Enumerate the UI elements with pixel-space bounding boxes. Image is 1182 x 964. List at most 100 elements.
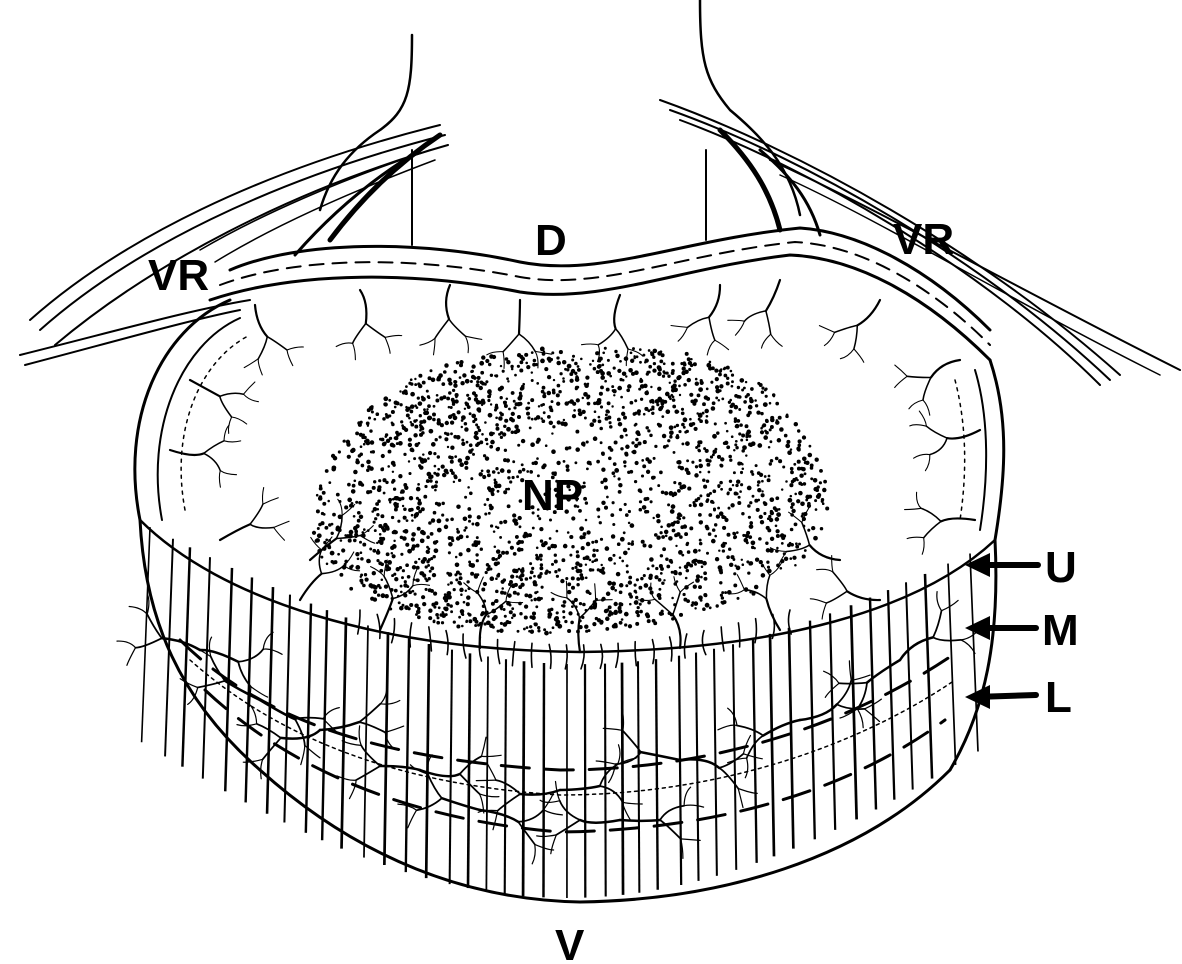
- nucleus-stipple: [632, 347, 635, 350]
- nucleus-stipple: [716, 604, 719, 607]
- nucleus-stipple: [628, 510, 631, 513]
- nucleus-stipple: [646, 470, 650, 474]
- nucleus-stipple: [392, 471, 394, 473]
- nucleus-stipple: [623, 531, 626, 534]
- nucleus-stipple: [515, 402, 519, 406]
- nucleus-stipple: [423, 408, 426, 411]
- nucleus-stipple: [556, 461, 560, 465]
- nucleus-stipple: [471, 370, 474, 373]
- nucleus-stipple: [681, 408, 684, 411]
- nucleus-stipple: [734, 443, 737, 446]
- nucleus-stipple: [620, 603, 624, 607]
- lamella-line: [789, 628, 793, 849]
- nucleus-stipple: [735, 440, 738, 443]
- nucleus-stipple: [421, 507, 425, 511]
- nucleus-stipple: [726, 366, 730, 370]
- nucleus-stipple: [383, 402, 387, 406]
- nucleus-fringe: [702, 631, 705, 655]
- nucleus-stipple: [786, 440, 790, 444]
- nucleus-stipple: [679, 566, 681, 568]
- nucleus-stipple: [589, 568, 593, 572]
- nucleus-stipple: [494, 408, 497, 411]
- nucleus-stipple: [562, 380, 565, 383]
- nucleus-stipple: [797, 443, 801, 447]
- nucleus-stipple: [756, 410, 760, 414]
- nucleus-stipple: [485, 438, 488, 441]
- nucleus-stipple: [730, 503, 734, 507]
- nucleus-stipple: [679, 394, 681, 396]
- nucleus-stipple: [669, 425, 674, 430]
- nucleus-stipple: [769, 440, 772, 443]
- nucleus-stipple: [492, 470, 496, 474]
- vessel-branch: [360, 526, 373, 536]
- vessel-branch: [737, 575, 744, 590]
- nucleus-stipple: [453, 588, 456, 591]
- nucleus-stipple: [766, 561, 769, 564]
- nucleus-stipple: [613, 394, 615, 396]
- nucleus-stipple: [589, 463, 592, 466]
- nucleus-stipple: [552, 389, 556, 393]
- nucleus-stipple: [697, 449, 700, 452]
- nucleus-stipple: [475, 423, 478, 426]
- nucleus-stipple: [464, 466, 468, 470]
- nucleus-stipple: [706, 415, 709, 418]
- nucleus-fringe: [392, 619, 395, 643]
- nucleus-stipple: [468, 619, 472, 623]
- vessel-branch: [487, 352, 503, 355]
- nucleus-stipple: [517, 444, 520, 447]
- nucleus-stipple: [739, 423, 743, 427]
- nucleus-stipple: [722, 549, 725, 552]
- nucleus-stipple: [724, 518, 728, 522]
- nucleus-stipple: [790, 506, 793, 509]
- vessel-branch: [263, 649, 282, 654]
- nucleus-stipple: [712, 489, 716, 493]
- nucleus-stipple: [646, 372, 649, 375]
- nucleus-stipple: [661, 399, 664, 402]
- nucleus-stipple: [559, 350, 563, 354]
- nucleus-stipple: [422, 460, 425, 463]
- nucleus-stipple: [506, 377, 509, 380]
- nucleus-stipple: [746, 439, 749, 442]
- nucleus-stipple: [687, 357, 691, 361]
- nucleus-stipple: [549, 631, 552, 634]
- nucleus-stipple: [488, 363, 491, 366]
- nucleus-stipple: [394, 400, 398, 404]
- nucleus-stipple: [448, 542, 453, 547]
- nucleus-stipple: [597, 568, 600, 571]
- vessel-branch: [198, 681, 225, 688]
- nucleus-stipple: [620, 447, 623, 450]
- nucleus-stipple: [678, 430, 681, 433]
- nucleus-stipple: [689, 418, 692, 421]
- nucleus-stipple: [365, 578, 369, 582]
- vessel-branch: [482, 755, 502, 756]
- nucleus-stipple: [347, 498, 352, 503]
- nucleus-stipple: [658, 407, 662, 411]
- nucleus-stipple: [690, 358, 692, 360]
- nucleus-stipple: [614, 350, 617, 353]
- nucleus-stipple: [761, 390, 764, 393]
- vessel-branch: [763, 720, 800, 736]
- nucleus-stipple: [527, 402, 530, 405]
- vessel-branch: [465, 336, 468, 353]
- nucleus-stipple: [651, 412, 654, 415]
- nucleus-stipple: [375, 412, 379, 416]
- nucleus-stipple: [511, 617, 513, 619]
- nucleus-stipple: [392, 463, 395, 466]
- nucleus-stipple: [714, 451, 717, 454]
- nucleus-stipple: [583, 481, 586, 484]
- nucleus-stipple: [355, 431, 359, 435]
- nucleus-stipple: [563, 544, 568, 549]
- nucleus-stipple: [729, 488, 733, 492]
- nucleus-stipple: [613, 462, 617, 466]
- nucleus-stipple: [517, 353, 521, 357]
- vessel-branch: [596, 600, 613, 601]
- nucleus-stipple: [353, 539, 357, 543]
- nucleus-stipple: [562, 360, 566, 364]
- nucleus-stipple: [634, 480, 637, 483]
- nucleus-stipple: [657, 484, 660, 487]
- vessel-branch: [274, 528, 285, 541]
- nucleus-stipple: [775, 457, 779, 461]
- nucleus-stipple: [734, 394, 738, 398]
- nucleus-stipple: [626, 564, 629, 567]
- nucleus-stipple: [349, 587, 353, 591]
